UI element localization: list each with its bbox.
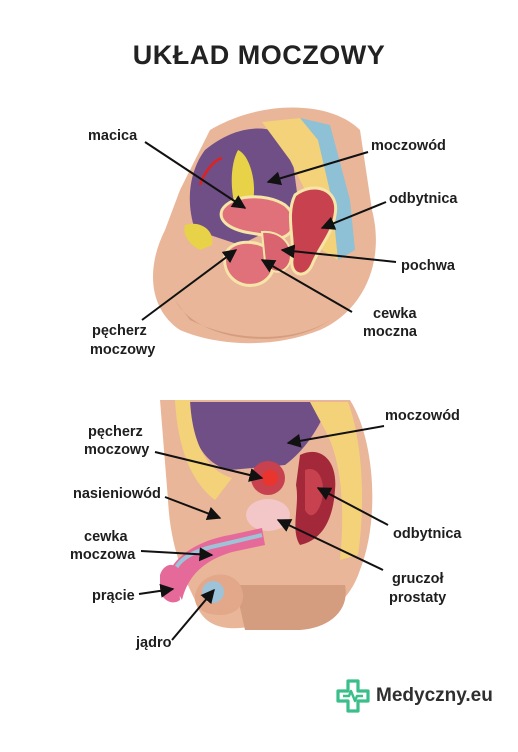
leader-pochwa xyxy=(280,244,397,263)
female-pelvis-illustration xyxy=(153,107,376,344)
leader-macica xyxy=(144,141,247,209)
label-pracie: prącie xyxy=(92,588,135,604)
label-pecherz-female-1: pęcherz xyxy=(92,323,147,339)
leader-odbytnica-f xyxy=(320,201,387,230)
page-title: UKŁAD MOCZOWY xyxy=(132,40,386,70)
leader-jadro xyxy=(171,588,215,641)
label-pecherz-female-2: moczowy xyxy=(90,342,155,358)
label-gruczol-1: gruczoł xyxy=(392,571,444,587)
leader-pracie xyxy=(138,583,175,598)
label-pochwa: pochwa xyxy=(401,258,456,274)
leader-moczowod-f xyxy=(266,151,369,186)
label-moczowod-female: moczowód xyxy=(371,138,446,154)
label-pecherz-male-1: pęcherz xyxy=(88,424,143,440)
label-macica: macica xyxy=(88,128,138,144)
leader-pecherz-f xyxy=(141,249,238,321)
leader-odbytnica-m xyxy=(316,487,389,526)
leader-cewka-f xyxy=(260,259,353,313)
leader-pecherz-m xyxy=(154,451,264,482)
brand-name: Medyczny.eu xyxy=(376,685,493,706)
label-odbytnica-male: odbytnica xyxy=(393,526,462,542)
label-jadro: jądro xyxy=(135,635,172,651)
leader-cewka-m xyxy=(140,547,214,562)
male-pelvis-illustration xyxy=(160,400,373,630)
label-gruczol-2: prostaty xyxy=(389,590,446,606)
leader-nasieniowod xyxy=(164,496,222,521)
label-odbytnica-female: odbytnica xyxy=(389,191,458,207)
brand-logo: Medyczny.eu xyxy=(336,676,506,716)
label-cewka-female-2: moczna xyxy=(363,324,418,340)
label-cewka-female-1: cewka xyxy=(373,306,417,322)
leader-gruczol xyxy=(276,519,384,571)
label-cewka-male-2: moczowa xyxy=(70,547,136,563)
label-nasieniowod: nasieniowód xyxy=(73,486,161,502)
label-pecherz-male-2: moczowy xyxy=(84,442,149,458)
label-moczowod-male: moczowód xyxy=(385,408,460,424)
medical-cross-logo-icon xyxy=(336,679,370,713)
leader-moczowod-m xyxy=(286,425,385,448)
label-cewka-male-1: cewka xyxy=(84,529,128,545)
